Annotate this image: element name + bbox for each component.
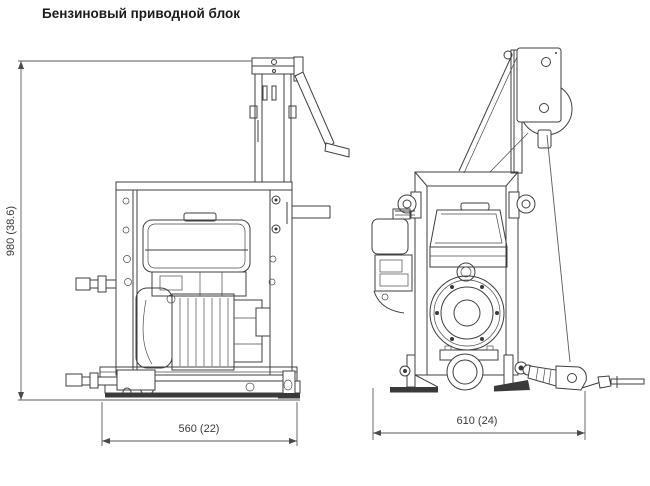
frame-side (395, 171, 536, 376)
mast-front (249, 57, 298, 183)
cable-tensioner (522, 364, 645, 391)
side-view: 610 (24) (371, 47, 645, 440)
dim-height: 980 (38.6) (5, 60, 300, 401)
engine-front (135, 212, 271, 371)
cable-brace (458, 54, 513, 172)
side-rod-right (286, 202, 331, 224)
pulley-plate (516, 47, 562, 123)
roller-wheel (446, 353, 484, 391)
dim-side-width-label: 610 (24) (457, 415, 498, 427)
cable-down (546, 134, 571, 363)
pulley-assembly (458, 47, 573, 363)
frame-front (115, 181, 293, 376)
crank-handle (293, 56, 350, 158)
dim-front-width-label: 560 (22) (179, 423, 220, 435)
dim-side-width: 610 (24) (372, 388, 586, 440)
cable-inner (489, 132, 529, 173)
front-view: 980 (38.6) 560 (22) (5, 56, 350, 446)
dim-height-label: 980 (38.6) (5, 206, 17, 256)
mounting-feet (390, 354, 530, 393)
base-front (65, 366, 301, 399)
lifting-eyelet-left (397, 194, 417, 214)
page-title: Бензиновый приводной блок (42, 6, 240, 21)
dim-front-width: 560 (22) (101, 402, 298, 446)
side-rod-left (75, 275, 117, 293)
engine-side (371, 202, 645, 393)
lifting-eyelet-right (516, 194, 536, 214)
